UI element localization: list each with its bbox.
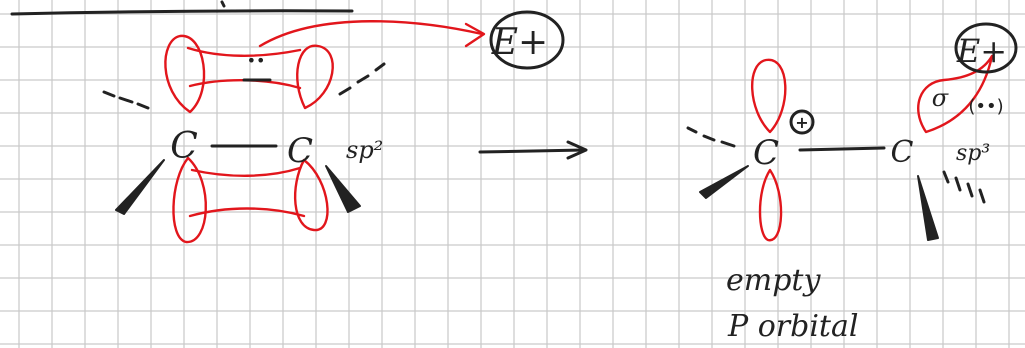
new-sigma-orbital — [917, 54, 994, 134]
product-carbocation: C + C E+ σ (••) sp³ empty P orbital — [686, 22, 1018, 344]
reactant-alkene: •• E+ C C sp² — [102, 10, 565, 244]
curved-arrow-head — [464, 22, 486, 48]
left-carbon-label: C — [170, 126, 198, 167]
carbocation-hashed-bond — [686, 126, 736, 148]
lower-pi-bond — [188, 166, 306, 218]
product-electrophile-circle — [954, 22, 1018, 74]
lower-left-p-lobe — [172, 156, 207, 244]
left-hashed-bond — [102, 90, 150, 110]
heading-tick — [220, 0, 226, 8]
carbocation-carbon-label: C — [753, 133, 779, 173]
carbocation-wedge-bond — [699, 165, 749, 199]
product-right-carbon-label: C — [891, 135, 914, 170]
pi-electron-pair: •• — [247, 51, 266, 70]
heading-underline — [10, 9, 354, 16]
empty-p-orbital-top-lobe — [751, 58, 787, 134]
empty-orbital-label-line2: P orbital — [727, 309, 858, 344]
right-hashed-bond — [338, 62, 386, 96]
upper-right-p-lobe — [296, 44, 334, 110]
sigma-electron-pair: (••) — [968, 96, 1003, 117]
right-wedge-bond — [325, 165, 361, 213]
curved-arrow-to-electrophile — [258, 20, 484, 48]
positive-charge: + — [795, 113, 808, 132]
left-wedge-bond — [115, 159, 165, 215]
electrophile-label: E+ — [491, 22, 548, 63]
product-electrophile-label: E+ — [956, 32, 1007, 70]
empty-p-orbital-bottom-lobe — [758, 168, 783, 242]
product-wedge-bond — [917, 175, 939, 241]
lower-right-p-lobe — [293, 158, 329, 232]
positive-charge-circle — [789, 109, 815, 135]
right-carbon-label: C — [287, 131, 313, 171]
product-hybridization-label: sp³ — [956, 141, 990, 166]
empty-orbital-label-line1: empty — [726, 263, 821, 298]
product-hashed-bond — [942, 170, 986, 204]
electrophile-circle — [489, 10, 565, 70]
reactant-hybridization-label: sp² — [346, 136, 383, 164]
upper-left-p-lobe — [164, 34, 206, 114]
reaction-arrow — [478, 140, 588, 160]
product-sigma-bond — [798, 146, 886, 152]
sigma-label: σ — [932, 84, 949, 112]
